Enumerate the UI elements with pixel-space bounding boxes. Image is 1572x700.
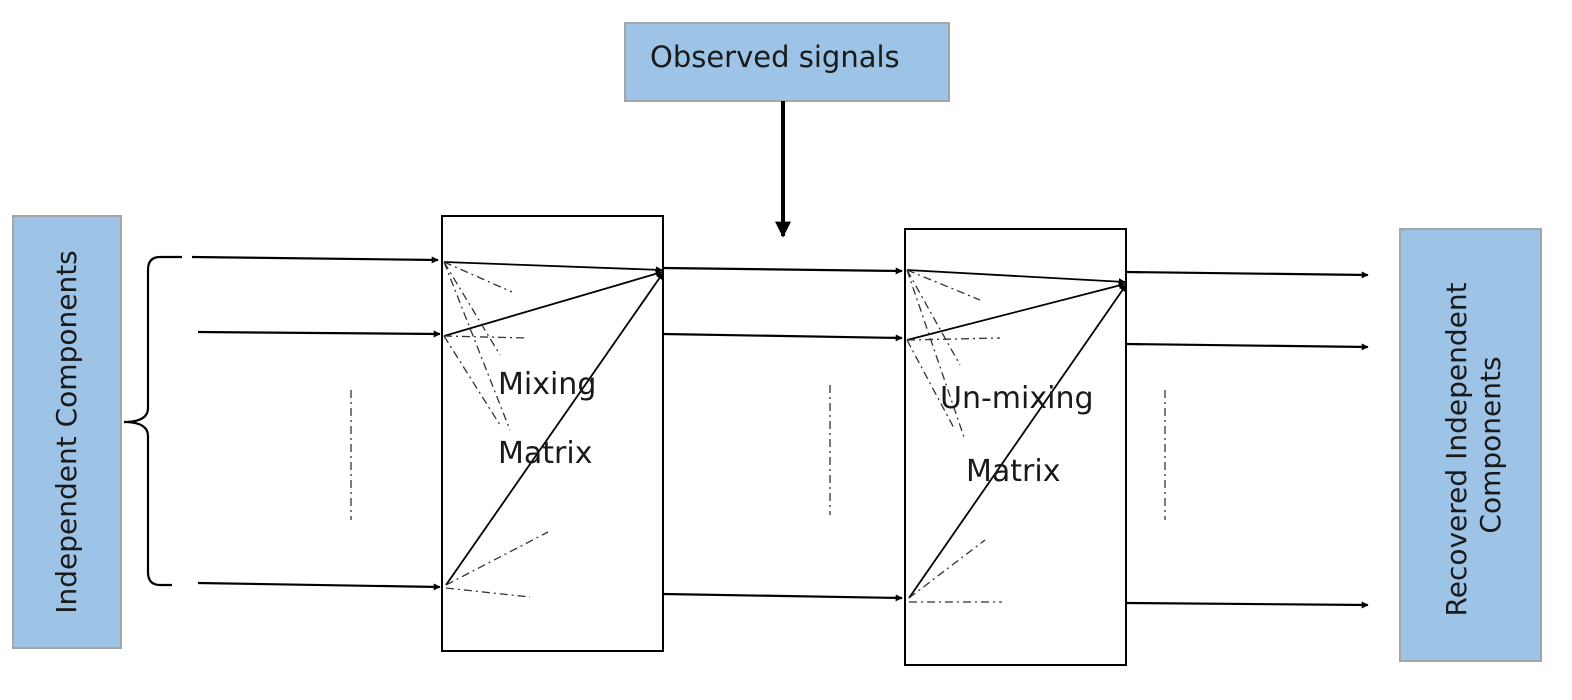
input-arrow-3 (197, 581, 441, 591)
unmixing-matrix-box (904, 228, 1127, 666)
unmix-dash-1 (906, 269, 981, 301)
mixing-label-2: Matrix (498, 436, 592, 471)
mix-line-3 (445, 272, 664, 586)
unmixing-label-1: Un-mixing (940, 381, 1094, 416)
unmix-dash-5 (906, 339, 956, 431)
mixing-matrix-box (441, 215, 664, 652)
unmix-dash-2 (906, 269, 961, 366)
recovered-components-box: Recovered Independent Components (1399, 228, 1542, 662)
mix-dash-7 (445, 587, 531, 598)
output-arrow-3 (1125, 601, 1369, 609)
recovered-label-line2: Components (1474, 356, 1507, 533)
output-arrow-2 (1125, 342, 1369, 351)
mixing-label-1: Mixing (498, 367, 596, 402)
mix-dash-4 (443, 335, 529, 339)
unmix-dash-3 (906, 269, 966, 441)
mid-arrow-3 (662, 592, 903, 602)
mix-dash-2 (443, 261, 501, 356)
independent-components-box: Independent Components (12, 215, 122, 649)
mix-line-1 (443, 261, 663, 274)
mixing-connections (443, 261, 664, 598)
mix-dash-3 (443, 261, 511, 431)
independent-components-label: Independent Components (50, 250, 83, 614)
unmix-dash-6 (908, 539, 986, 599)
unmix-dash-4 (906, 337, 1001, 341)
mid-arrow-1 (662, 266, 903, 275)
mix-dash-6 (445, 531, 549, 586)
input-brace (123, 255, 182, 587)
mix-line-2 (443, 270, 663, 337)
unmixing-label-2: Matrix (966, 454, 1060, 489)
output-arrow-1 (1125, 270, 1369, 279)
unmix-line-1 (906, 269, 1126, 286)
recovered-components-text: Recovered Independent Components (1440, 274, 1507, 617)
mid-arrow-2 (662, 332, 903, 342)
recovered-label-line1: Recovered Independent (1440, 282, 1473, 616)
unmix-line-2 (906, 282, 1126, 341)
mix-dash-1 (443, 261, 513, 293)
unmixing-connections (906, 269, 1127, 603)
observed-signals-label: Observed signals (650, 40, 900, 74)
input-arrow-1 (191, 255, 439, 264)
mix-dash-5 (443, 335, 501, 426)
observed-signals-box: Observed signals (624, 22, 950, 102)
unmix-line-3 (908, 284, 1127, 599)
input-arrow-2 (197, 330, 441, 338)
